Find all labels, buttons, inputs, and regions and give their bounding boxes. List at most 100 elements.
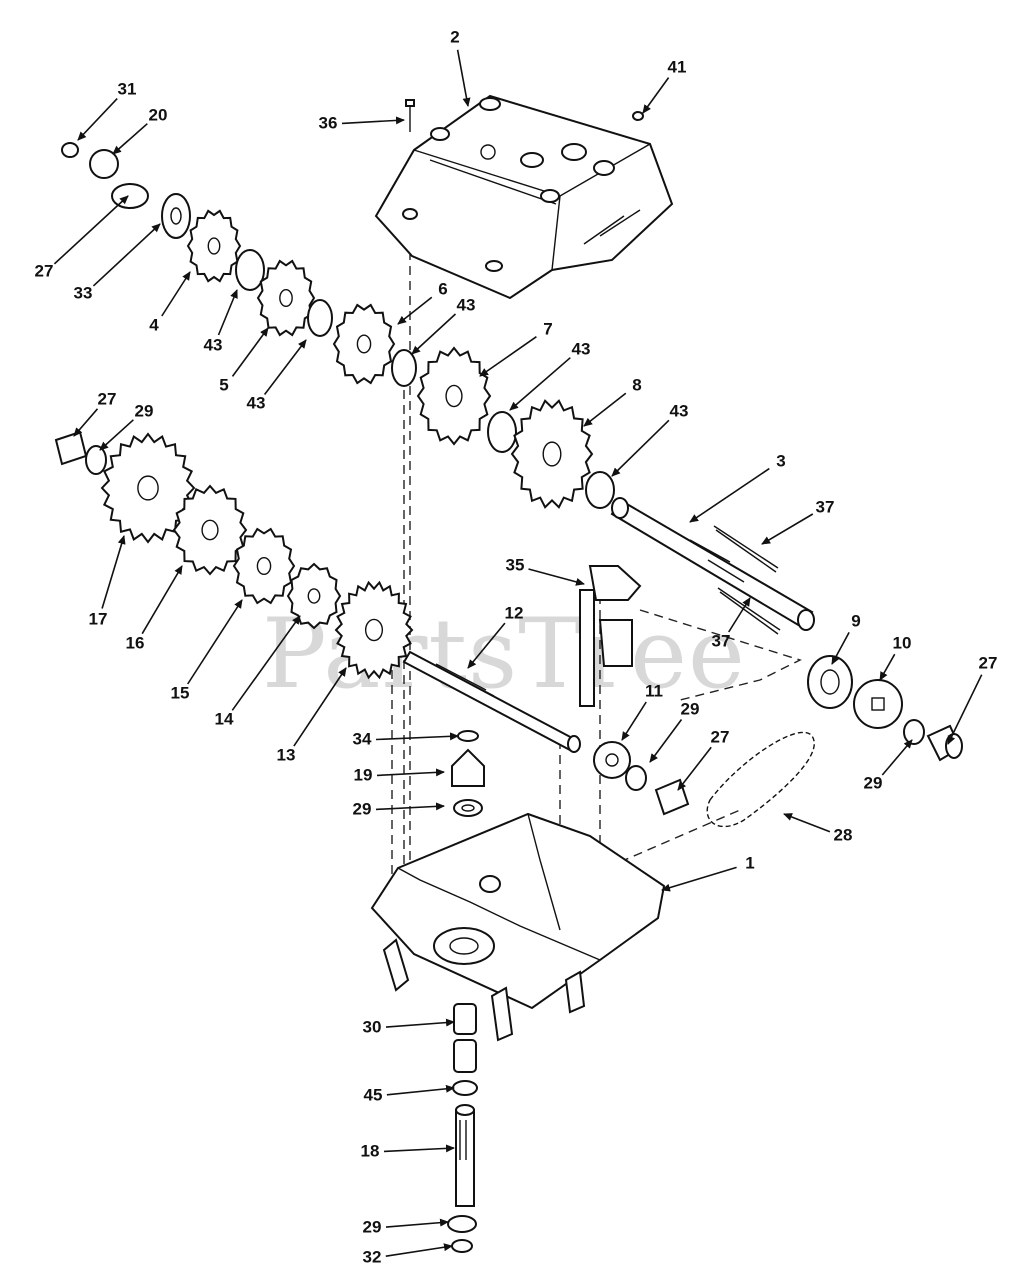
callout-leader xyxy=(879,653,896,681)
callout-label: 29 xyxy=(363,1217,382,1236)
vertical-shaft-stack xyxy=(447,1003,478,1253)
upper-housing-cover xyxy=(374,94,674,300)
callout-leader xyxy=(661,866,737,892)
bolt xyxy=(405,99,415,132)
gear-6 xyxy=(332,303,396,385)
callout-label: 5 xyxy=(219,375,228,394)
callout-c43e: 43 xyxy=(611,401,689,477)
gear-13 xyxy=(334,580,414,680)
callout-leader xyxy=(385,1243,453,1257)
washer-43 xyxy=(307,299,333,337)
callout-c29a: 29 xyxy=(99,401,154,451)
callout-leader xyxy=(375,802,445,811)
callout-label: 1 xyxy=(745,853,754,872)
callout-c30: 30 xyxy=(363,1017,455,1036)
callout-leader xyxy=(456,49,471,107)
callout-leader xyxy=(92,223,161,287)
callout-leader xyxy=(881,739,913,776)
callout-c5: 5 xyxy=(219,327,269,394)
callout-leader xyxy=(217,289,238,336)
callout-label: 43 xyxy=(670,401,689,420)
callout-leader xyxy=(761,513,814,545)
callout-label: 29 xyxy=(135,401,154,420)
callout-c43b: 43 xyxy=(247,339,307,412)
callout-leader xyxy=(689,467,770,523)
callout-c27a: 27 xyxy=(35,195,129,280)
callout-leader xyxy=(141,565,183,635)
callout-leader xyxy=(677,746,712,791)
shift-fork xyxy=(579,565,642,707)
callout-leader xyxy=(293,667,347,747)
callout-c20: 20 xyxy=(112,105,167,155)
callout-label: 37 xyxy=(712,631,731,650)
callout-leader xyxy=(53,195,129,265)
callout-c10: 10 xyxy=(879,633,911,681)
callout-c28: 28 xyxy=(783,813,852,844)
callout-c31: 31 xyxy=(77,79,137,141)
callout-c43d: 43 xyxy=(509,339,591,411)
shaft-keys xyxy=(713,525,781,635)
callout-leader xyxy=(77,98,118,141)
callout-leader xyxy=(112,123,148,155)
callout-label: 34 xyxy=(353,729,372,748)
callout-c37a: 37 xyxy=(761,497,834,545)
callout-leader xyxy=(947,674,983,745)
callout-leader xyxy=(479,336,537,377)
callout-leader xyxy=(649,719,683,763)
callout-c1: 1 xyxy=(661,853,755,892)
callout-c27c: 27 xyxy=(947,653,998,745)
callout-label: 43 xyxy=(204,335,223,354)
washer-43 xyxy=(391,349,417,387)
callout-label: 15 xyxy=(171,683,190,702)
callout-c29b: 29 xyxy=(649,699,699,763)
countershaft xyxy=(402,650,581,753)
callout-c32: 32 xyxy=(363,1243,453,1266)
gear-8 xyxy=(510,399,594,509)
callout-label: 35 xyxy=(506,555,525,574)
callout-label: 43 xyxy=(572,339,591,358)
callout-c16: 16 xyxy=(126,565,183,652)
callout-label: 18 xyxy=(361,1141,380,1160)
callout-label: 9 xyxy=(851,611,860,630)
callout-label: 30 xyxy=(363,1017,382,1036)
washer-43 xyxy=(487,411,517,453)
callout-c29d: 29 xyxy=(864,739,913,792)
callout-label: 12 xyxy=(505,603,524,622)
callout-c6: 6 xyxy=(397,279,448,325)
callout-leader xyxy=(231,615,301,711)
callout-leader xyxy=(621,701,647,741)
callout-leader xyxy=(728,597,751,633)
callout-label: 45 xyxy=(364,1085,383,1104)
gear-16 xyxy=(172,484,248,576)
callout-label: 36 xyxy=(319,113,338,132)
callout-c33: 33 xyxy=(74,223,161,302)
gear-14 xyxy=(286,562,342,630)
callout-label: 7 xyxy=(543,319,552,338)
callout-c37b: 37 xyxy=(712,597,751,650)
callout-leader xyxy=(509,357,571,411)
callout-c43c: 43 xyxy=(411,295,475,355)
callout-c27d: 27 xyxy=(677,727,729,791)
callout-leader xyxy=(386,1084,455,1096)
upper-gear-train xyxy=(186,209,615,509)
callout-c13: 13 xyxy=(277,667,347,764)
callout-c17: 17 xyxy=(89,535,126,628)
callout-label: 16 xyxy=(126,633,145,652)
callout-c14: 14 xyxy=(215,615,301,728)
lower-housing xyxy=(370,812,666,1042)
callout-label: 27 xyxy=(979,653,998,672)
callout-leader xyxy=(583,392,627,427)
gear-7 xyxy=(416,346,492,446)
callout-leader xyxy=(161,271,191,317)
callout-leader xyxy=(385,1218,449,1228)
set-screw xyxy=(632,111,644,121)
callout-label: 41 xyxy=(668,57,687,76)
callout-c36: 36 xyxy=(319,113,405,132)
callout-leader xyxy=(376,768,445,777)
callout-label: 6 xyxy=(438,279,447,298)
callout-label: 31 xyxy=(118,79,137,98)
callout-label: 33 xyxy=(74,283,93,302)
callout-c35: 35 xyxy=(506,555,585,586)
